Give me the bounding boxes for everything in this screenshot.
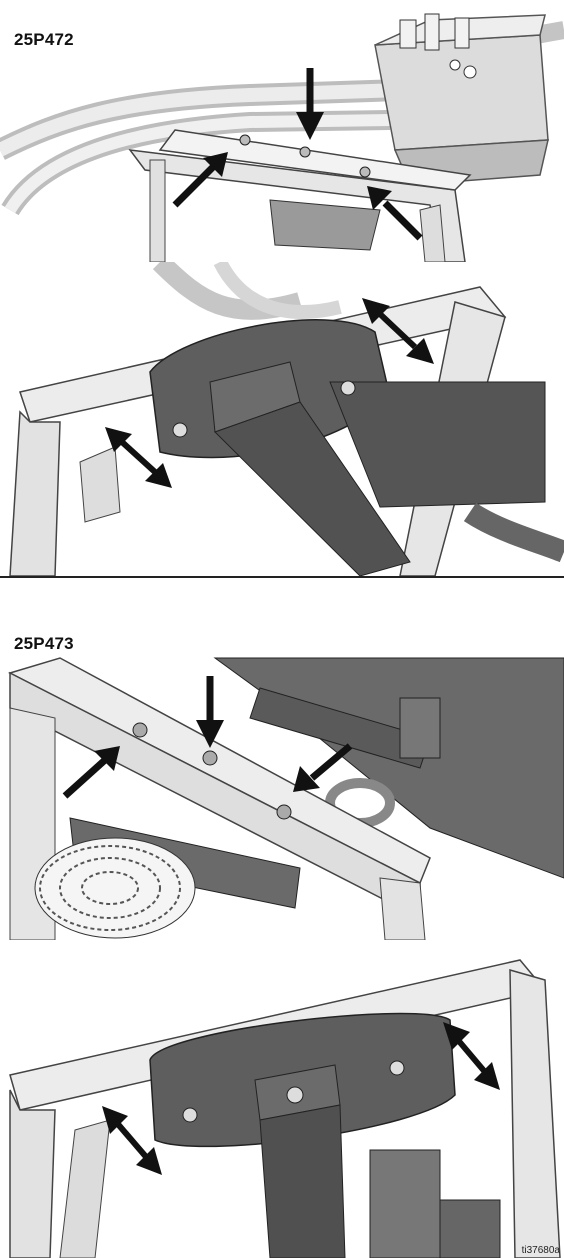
figure-label-25p472: 25P472 [14, 30, 74, 49]
figure-label-25p473: 25P473 [14, 634, 74, 653]
panel-25p473-adjust: ti37680a [0, 940, 564, 1258]
figure-code: ti37680a [521, 1245, 560, 1256]
panel-divider [0, 576, 564, 578]
arrow-diagonal-icon [293, 743, 353, 792]
double-arrow-icon [105, 427, 172, 488]
double-arrow-icon [362, 298, 434, 364]
arrow-diagonal-icon [172, 152, 228, 208]
arrow-down-icon [196, 676, 224, 748]
arrow-diagonal-icon [367, 186, 423, 241]
illustration-bolts-top-1 [0, 13, 564, 262]
illustration-bolts-top-2 [0, 656, 564, 940]
panel-25p472-adjust [0, 262, 564, 576]
illustration-adjust-2 [9, 959, 561, 1258]
arrow-diagonal-icon [62, 746, 120, 799]
double-arrow-icon [102, 1106, 162, 1175]
panel-25p473-top: 25P473 [0, 578, 564, 940]
double-arrow-icon [443, 1022, 500, 1090]
panel-25p472-top: 25P472 [0, 0, 564, 262]
illustration-adjust-1 [9, 262, 564, 576]
arrow-down-icon [296, 68, 324, 140]
